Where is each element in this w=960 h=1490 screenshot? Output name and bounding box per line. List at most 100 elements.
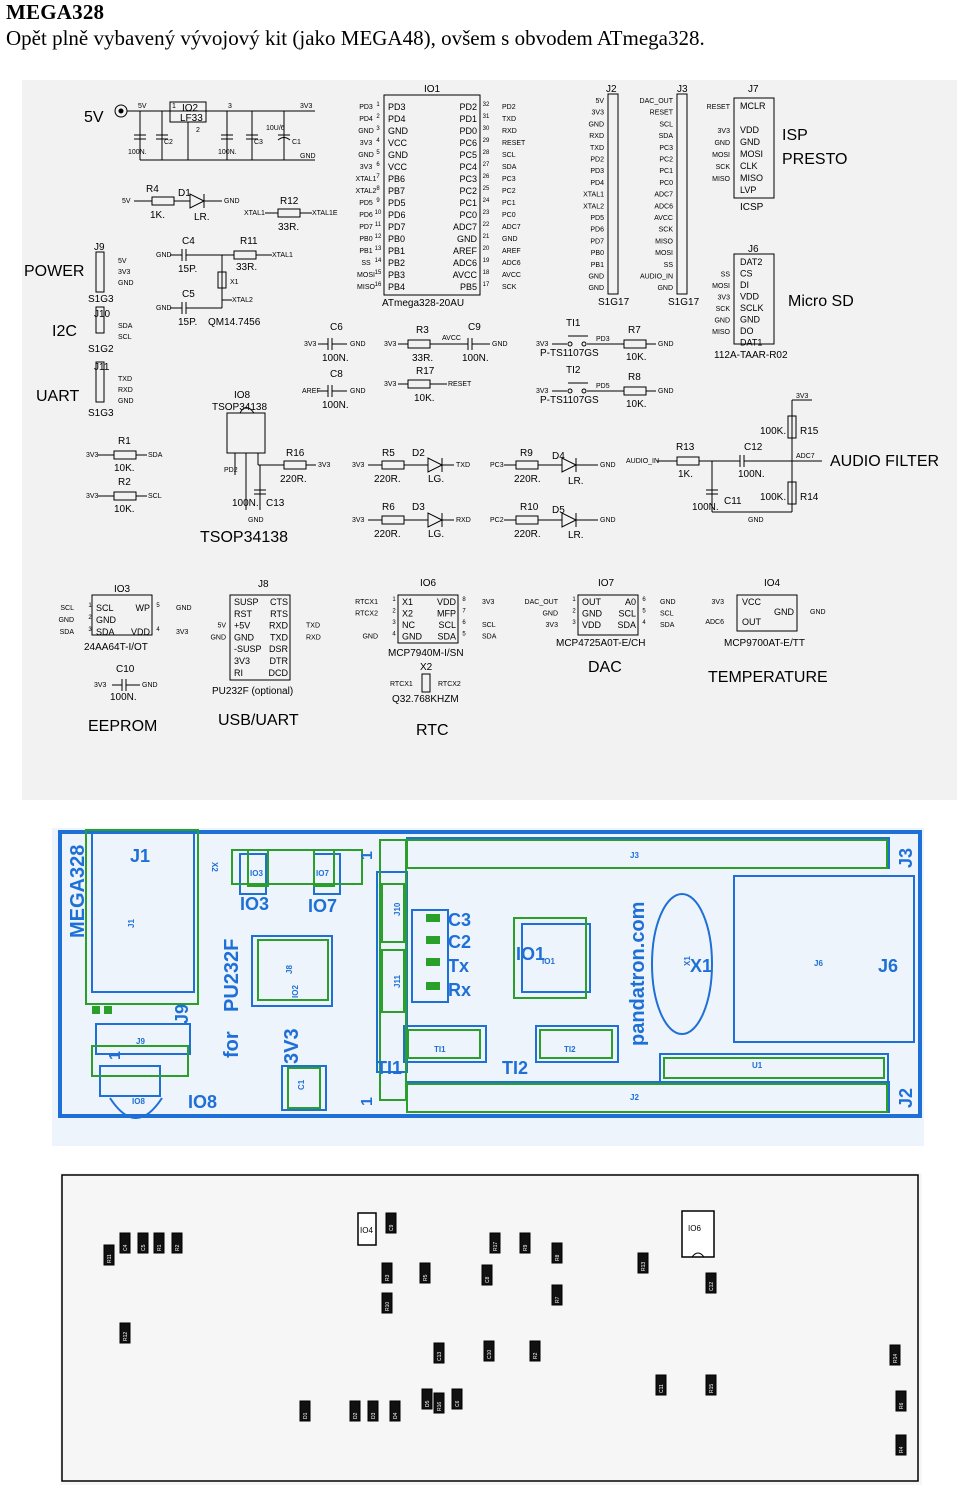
document-title: MEGA328 [6,0,105,24]
smd-label-2: C4 [123,1244,129,1251]
io3-left-pin-2: GND [96,615,117,625]
d4-ref: D4 [552,451,565,462]
io1-right-pin-2: PD1 [459,114,477,124]
x1-ref: X1 [230,279,239,286]
r13-value: 1K. [678,469,693,480]
j3-pin-16: AUDIO_IN [640,274,673,281]
c6-3v3: 3V3 [304,341,317,348]
io7-left-net-3: 3V3 [546,622,559,629]
r14-ref: R14 [800,492,819,503]
regulator-pin-out: 3 [228,103,232,110]
d2-ref: D2 [412,448,425,459]
io1-right-net-6: SDA [502,164,517,171]
c13-ref: C13 [266,498,285,509]
io3-left-pin-3: SDA [96,627,115,637]
r17-reset: RESET [448,381,472,388]
r6-3v3: 3V3 [352,517,365,524]
pcb-j10-small: J10 [393,902,402,916]
io3-left-num-2: 2 [88,615,92,621]
pcb-pin1-marker-c: 1 [359,1097,376,1106]
io7-right-net-1: GND [660,599,676,606]
io1-right-num-2: 31 [483,114,490,120]
r17-ref: R17 [416,366,435,377]
pcb-j2-label: J2 [896,1088,916,1108]
io6-right-num-1: 8 [462,597,466,603]
pcb-tx-label: Tx [448,956,469,976]
c10-value: 100N. [110,692,137,703]
smd-footprint-13 [551,1242,563,1264]
io1-right-net-14: ADC6 [502,260,521,267]
io1-left-net-16: MISO [357,284,375,291]
io1-left-net-5: GND [358,152,374,159]
io1-left-num-10: 10 [375,210,382,216]
j2-type: S1G17 [598,297,630,308]
io1-left-pin-14: PB2 [388,258,405,268]
io1-right-pin-11: ADC7 [453,222,477,232]
c6-gnd: GND [350,341,366,348]
smd-footprint-31 [483,1340,495,1362]
r7-ref: R7 [628,325,641,336]
io1-left-pin-16: PB4 [388,282,405,292]
io7-right-net-2: SCL [660,611,674,618]
pcb-io1-small: IO1 [542,957,555,966]
j3-type: S1G17 [668,297,700,308]
pcb-io7-small: IO7 [316,869,329,878]
j3-pin-3: SCL [659,121,673,128]
j2-pin-15: PB1 [591,262,604,269]
smd-footprint-7 [385,1212,397,1234]
j8-right-pin-2: RTS [270,609,288,619]
c2-ref: C2 [164,139,173,146]
d3-rxd: RXD [456,517,471,524]
smd-label-15: C13 [437,1352,443,1361]
io1-left-pin-5: GND [388,150,409,160]
smd-footprint-26 [367,1400,379,1422]
smd-label-1: R11 [107,1254,113,1263]
io7-left-pin-2: GND [582,609,603,619]
d5-ref: D5 [552,505,565,516]
r10-pc2: PC2 [490,517,504,524]
pcb-io1-label: IO1 [516,944,545,964]
c8-gnd: GND [350,388,366,395]
io1-left-pin-11: PD7 [388,222,406,232]
io1-left-pin-4: VCC [388,138,408,148]
io6-right-pin-4: SDA [437,632,456,642]
io1-right-net-3: RXD [502,128,517,135]
ti1-3v3: 3V3 [536,341,549,348]
j7-pin-3: VDD [740,125,760,135]
net-gnd: GND [224,198,240,205]
c1-value: 10U/6 [266,125,285,132]
j6-type: 112A-TAAR-R02 [714,350,788,361]
smd-label-4: R1 [157,1244,163,1251]
io6-right-num-2: 7 [462,609,466,615]
smd-footprint-5 [171,1232,183,1254]
io1-right-num-15: 18 [483,270,490,276]
pcb-3v3-label: 3V3 [281,1028,303,1064]
pcb-io2-small: IO2 [291,985,300,998]
j2-pin-13: PD7 [590,238,604,245]
j9-type: S1G3 [88,294,114,305]
smd-label-14: R7 [555,1296,561,1303]
io1-left-net-13: PB1 [359,248,372,255]
io7-right-num-1: 6 [642,597,646,603]
io7-part: MCP4725A0T-E/CH [556,638,645,649]
r3-value: 33R. [412,353,433,364]
j6-pin-6: GND [740,315,761,325]
j2-pin-7: PD3 [590,168,604,175]
j6-pin-3: DI [740,280,749,290]
schematic-svg: 5V POWER I2C UART ISP PRESTO Micro SD AU… [24,84,939,739]
pcb-io3-label: IO3 [240,894,269,914]
io3-right-pin-2: VDD [131,627,151,637]
io1-left-net-7: XTAL1 [356,176,377,183]
io1-right-pin-13: AREF [453,246,478,256]
j3-pin-15: SS [664,262,674,269]
smd-footprint-16 [433,1392,445,1414]
io6-left-num-2: 2 [392,609,396,615]
j6-pin-labels: SSMOSI3V3SCKGNDMISODAT2CSDIVDDSCLKGNDDOD… [712,257,763,348]
j8-pin-labels: 5VGNDSUSPRST+5VGND-SUSP3V3RICTSRTSRXDTXD… [210,597,320,678]
j7-pin-4: GND [740,137,761,147]
io1-left-pin-3: GND [388,126,409,136]
j8-left-pin-1: SUSP [234,597,259,607]
io1-right-pin-4: PC6 [459,138,477,148]
r1-value: 10K. [114,463,135,474]
power-in-label: 5V [84,109,104,126]
